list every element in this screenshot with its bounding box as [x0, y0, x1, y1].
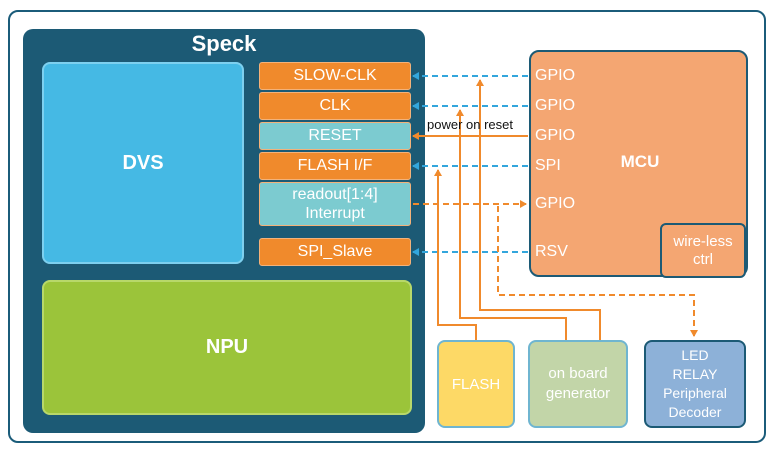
- led-line-4: Decoder: [668, 404, 722, 420]
- signal-spi-slave: SPI_Slave: [259, 238, 411, 266]
- signal-readout-label: readout[1:4]: [292, 186, 378, 203]
- signal-reset: RESET: [259, 122, 411, 150]
- speck-title: Speck: [191, 31, 257, 56]
- wireless-line-1: wire-less: [673, 232, 733, 250]
- signal-slow-clk: SLOW-CLK: [259, 62, 411, 90]
- mcu-pin-gpio-1: GPIO: [535, 67, 576, 84]
- generator-line-1: on board: [548, 365, 608, 382]
- signal-readout-interrupt: readout[1:4] Interrupt: [259, 182, 411, 226]
- led-line-2: RELAY: [672, 366, 718, 382]
- mcu-pin-spi: SPI: [535, 157, 561, 174]
- wireless-line-2: ctrl: [693, 250, 713, 268]
- signal-clk: CLK: [259, 92, 411, 120]
- mcu-pin-rsv: RSV: [535, 243, 568, 260]
- generator-block: on board generator: [528, 340, 628, 428]
- wire-flash: [434, 169, 477, 340]
- mcu-pin-gpio-4: GPIO: [535, 195, 576, 212]
- signal-interrupt-label: Interrupt: [305, 205, 365, 222]
- mcu-pin-gpio-2: GPIO: [535, 97, 576, 114]
- wire-generator-clk: [456, 109, 567, 340]
- signal-flash-if: FLASH I/F: [259, 152, 411, 180]
- led-line-1: LED: [681, 347, 709, 363]
- wireless-ctrl-block: wire-less ctrl: [660, 223, 746, 278]
- wire-gpio-led: [497, 206, 698, 337]
- npu-block: NPU: [42, 280, 412, 415]
- led-line-3: Peripheral: [663, 385, 727, 401]
- wire-generator-slow-clk: [476, 79, 601, 340]
- dvs-block: DVS: [42, 62, 244, 264]
- mcu-pin-gpio-3: GPIO: [535, 127, 576, 144]
- power-on-reset-label: power on reset: [427, 117, 513, 132]
- generator-line-2: generator: [545, 385, 611, 402]
- mcu-title: MCU: [620, 152, 660, 171]
- flash-block: FLASH: [437, 340, 515, 428]
- led-relay-block: LED RELAY Peripheral Decoder: [644, 340, 746, 428]
